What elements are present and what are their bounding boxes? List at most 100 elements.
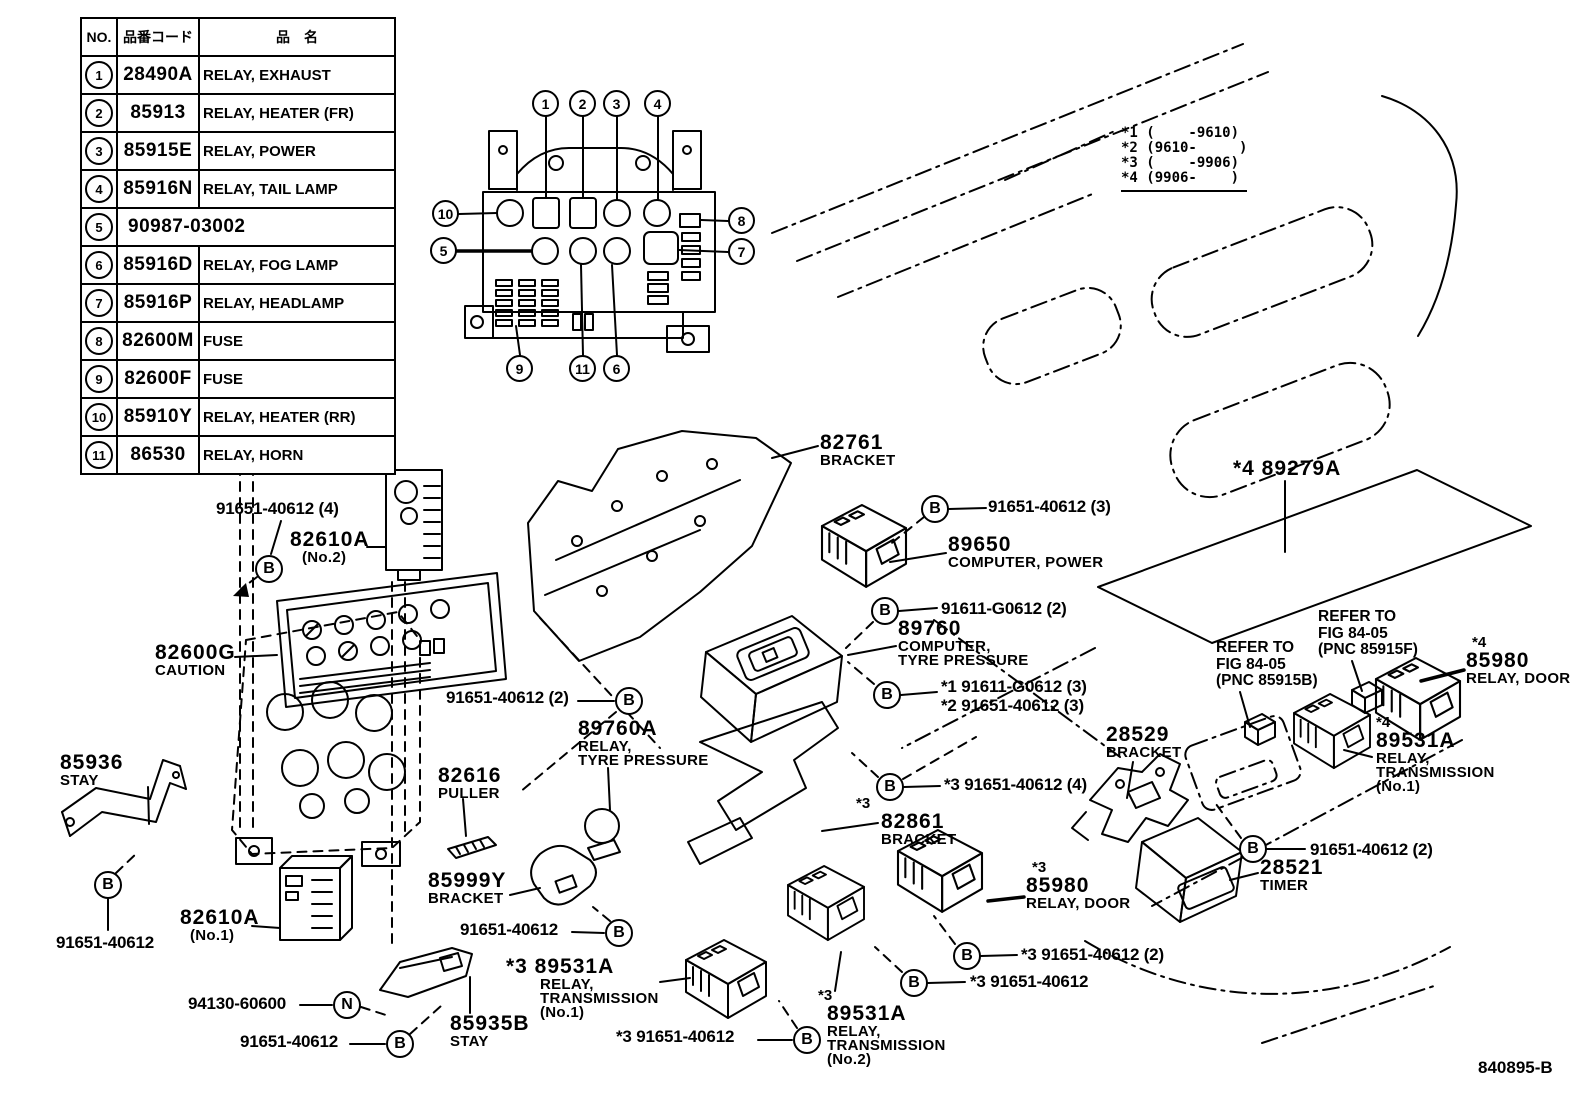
instrument-panel-illustration xyxy=(771,43,1532,1044)
table-row: 6 85916D RELAY, FOG LAMP xyxy=(80,245,396,285)
table-row: 9 82600F FUSE xyxy=(80,359,396,399)
bracket-82861-illustration xyxy=(687,701,879,865)
bolt-marker: B xyxy=(900,969,928,997)
row-number-badge: 3 xyxy=(85,137,113,165)
part-label-82616: 82616 PULLER xyxy=(438,764,502,802)
bolt-marker: B xyxy=(953,942,981,970)
table-row: 11 86530 RELAY, HORN xyxy=(80,435,396,475)
table-row: 4 85916N RELAY, TAIL LAMP xyxy=(80,169,396,209)
part-label-91651-40612-94: 91651-40612 xyxy=(240,1032,339,1051)
part-label-91651-40612-4s: *3 91651-40612 (4) xyxy=(944,775,1087,794)
callout-5: 5 xyxy=(430,237,457,264)
part-label-89760a: 89760A RELAY, TYRE PRESSURE xyxy=(578,717,709,769)
table-row: 5 90987-03002 xyxy=(80,207,396,247)
callout-8: 8 xyxy=(728,207,755,234)
part-code-cell: 28490A xyxy=(116,55,200,95)
parts-table: NO. 品番コード 品 名 1 28490A RELAY, EXHAUST 2 … xyxy=(80,17,396,475)
part-label-91651-40612-2r: 91651-40612 (2) xyxy=(1310,840,1433,859)
part-code-cell: 85915E xyxy=(116,131,200,171)
callout-2: 2 xyxy=(569,90,596,117)
callout-6: 6 xyxy=(603,355,630,382)
fuse-box-illustration xyxy=(455,115,729,356)
right-module-cluster-illustration xyxy=(1071,656,1466,923)
row-number-badge: 10 xyxy=(85,403,113,431)
part-code-cell: 82600F xyxy=(116,359,200,399)
part-label-89760: 89760 COMPUTER, TYRE PRESSURE xyxy=(898,617,1029,669)
row-number-badge: 4 xyxy=(85,175,113,203)
part-name-cell: RELAY, HEATER (FR) xyxy=(198,93,396,133)
part-label-28529: 28529 BRACKET xyxy=(1106,723,1182,761)
bolt-marker: B xyxy=(615,687,643,715)
table-row: 1 28490A RELAY, EXHAUST xyxy=(80,55,396,95)
row-number-badge: 9 xyxy=(85,365,113,393)
part-name-cell: RELAY, HEATER (RR) xyxy=(198,397,396,437)
row-number-badge: 8 xyxy=(85,327,113,355)
fastener-leader-lines xyxy=(107,507,1306,1045)
part-label-82761: 82761 BRACKET xyxy=(820,431,896,469)
bolt-marker: B xyxy=(793,1026,821,1054)
page-code: 840895-B xyxy=(1478,1058,1553,1077)
part-name-cell: FUSE xyxy=(198,359,396,399)
part-label-82610a-no2: 82610A (No.2) xyxy=(290,528,370,566)
bolt-marker: B xyxy=(921,495,949,523)
part-code-cell: 85916D xyxy=(116,245,200,285)
callout-7: 7 xyxy=(728,238,755,265)
puller-82616-illustration xyxy=(447,798,497,859)
refer-note-85915b: REFER TO FIG 84-05 (PNC 85915B) xyxy=(1216,639,1318,689)
row-number-badge: 5 xyxy=(85,213,113,241)
part-label-94130-60600: 94130-60600 xyxy=(188,994,287,1013)
part-code-cell: 90987-03002 xyxy=(116,207,396,247)
part-code-cell: 85916N xyxy=(116,169,200,209)
callout-10: 10 xyxy=(432,200,459,227)
part-name-cell: RELAY, EXHAUST xyxy=(198,55,396,95)
part-label-82600g: 82600G CAUTION xyxy=(155,641,236,679)
part-code-cell: 82600M xyxy=(116,321,200,361)
part-label-82610a-no1: 82610A (No.1) xyxy=(180,906,260,944)
bolt-marker: B xyxy=(1239,835,1267,863)
col-header-name: 品 名 xyxy=(198,17,396,57)
part-label-91651-40612-3: 91651-40612 (3) xyxy=(988,497,1111,516)
callout-4: 4 xyxy=(644,90,671,117)
table-row: 10 85910Y RELAY, HEATER (RR) xyxy=(80,397,396,437)
part-label-89650: 89650 COMPUTER, POWER xyxy=(948,533,1104,571)
part-label-91651-40612-s2: *3 91651-40612 xyxy=(616,1027,735,1046)
callout-1: 1 xyxy=(532,90,559,117)
bolt-marker: B xyxy=(255,555,283,583)
part-label-85980-mid: *3 85980 RELAY, DOOR xyxy=(1026,859,1131,912)
table-row: 8 82600M FUSE xyxy=(80,321,396,361)
part-name-cell: RELAY, POWER xyxy=(198,131,396,171)
fastener-dashed-links xyxy=(115,516,1242,1035)
part-label-89279a: *4 89279A xyxy=(1233,457,1342,480)
part-code-cell: 85916P xyxy=(116,283,200,323)
callout-11: 11 xyxy=(569,355,596,382)
table-row: 2 85913 RELAY, HEATER (FR) xyxy=(80,93,396,133)
part-name-cell: FUSE xyxy=(198,321,396,361)
table-row: 7 85916P RELAY, HEADLAMP xyxy=(80,283,396,323)
part-label-85935b: 85935B STAY xyxy=(450,1012,530,1050)
stay-85936-illustration xyxy=(61,759,187,837)
bolt-marker: B xyxy=(871,597,899,625)
relay-82610a-no2-illustration xyxy=(366,469,443,581)
row-number-badge: 1 xyxy=(85,61,113,89)
part-label-82861: *3 82861 BRACKET xyxy=(856,795,957,848)
bolt-marker: B xyxy=(94,871,122,899)
part-name-cell: RELAY, HEADLAMP xyxy=(198,283,396,323)
table-row: 3 85915E RELAY, POWER xyxy=(80,131,396,171)
bolt-marker: B xyxy=(605,919,633,947)
part-name-cell: RELAY, FOG LAMP xyxy=(198,245,396,285)
table-header-row: NO. 品番コード 品 名 xyxy=(80,17,396,57)
callout-9: 9 xyxy=(506,355,533,382)
bolt-marker: B xyxy=(386,1030,414,1058)
part-label-91651-40612-2l: 91651-40612 (2) xyxy=(446,688,569,707)
bolt-marker: B xyxy=(873,681,901,709)
nut-marker: N xyxy=(333,991,361,1019)
part-label-91651-40612-4: 91651-40612 (4) xyxy=(216,499,339,518)
part-label-85999y: 85999Y BRACKET xyxy=(428,869,507,907)
row-number-badge: 6 xyxy=(85,251,113,279)
part-code-cell: 85910Y xyxy=(116,397,200,437)
part-label-91651-40612-bl: 91651-40612 xyxy=(56,933,155,952)
part-label-85936: 85936 STAY xyxy=(60,751,124,789)
relay-89760a-illustration xyxy=(584,767,621,861)
